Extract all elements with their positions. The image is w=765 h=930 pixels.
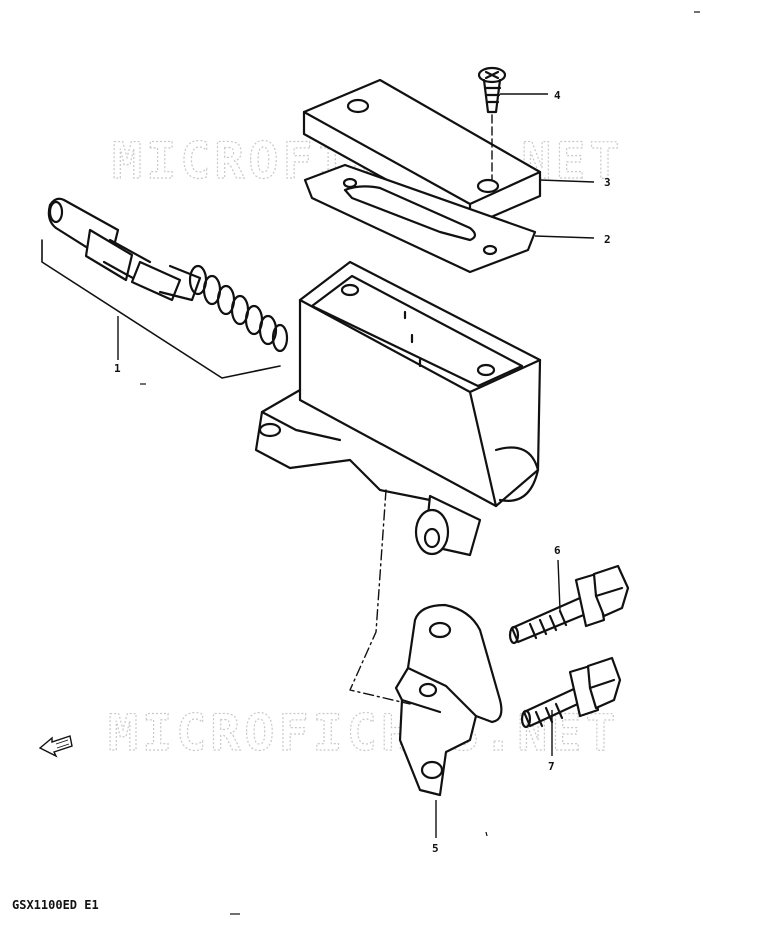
callout-2: 2 bbox=[604, 233, 611, 246]
callout-3: 3 bbox=[604, 176, 611, 189]
callout-6: 6 bbox=[554, 544, 561, 557]
callout-7: 7 bbox=[548, 760, 555, 773]
part-1-piston-assembly bbox=[47, 197, 289, 353]
part-5-clamp bbox=[394, 603, 503, 797]
part-1-bracket-line bbox=[41, 239, 281, 379]
master-cylinder-body bbox=[254, 260, 542, 557]
callout-4: 4 bbox=[554, 89, 561, 102]
scan-specks bbox=[140, 11, 700, 915]
leader-lines bbox=[117, 93, 595, 838]
callout-1: 1 bbox=[114, 362, 121, 375]
callout-5: 5 bbox=[432, 842, 439, 855]
part-7-bolt bbox=[520, 656, 622, 729]
part-4-screw bbox=[477, 66, 507, 114]
front-direction-arrow-icon bbox=[38, 735, 73, 758]
part-2-diaphragm bbox=[303, 163, 537, 274]
model-code-label: GSX1100ED E1 bbox=[12, 898, 99, 912]
part-6-bolt bbox=[508, 564, 630, 645]
alignment-line-clamp bbox=[349, 489, 411, 705]
